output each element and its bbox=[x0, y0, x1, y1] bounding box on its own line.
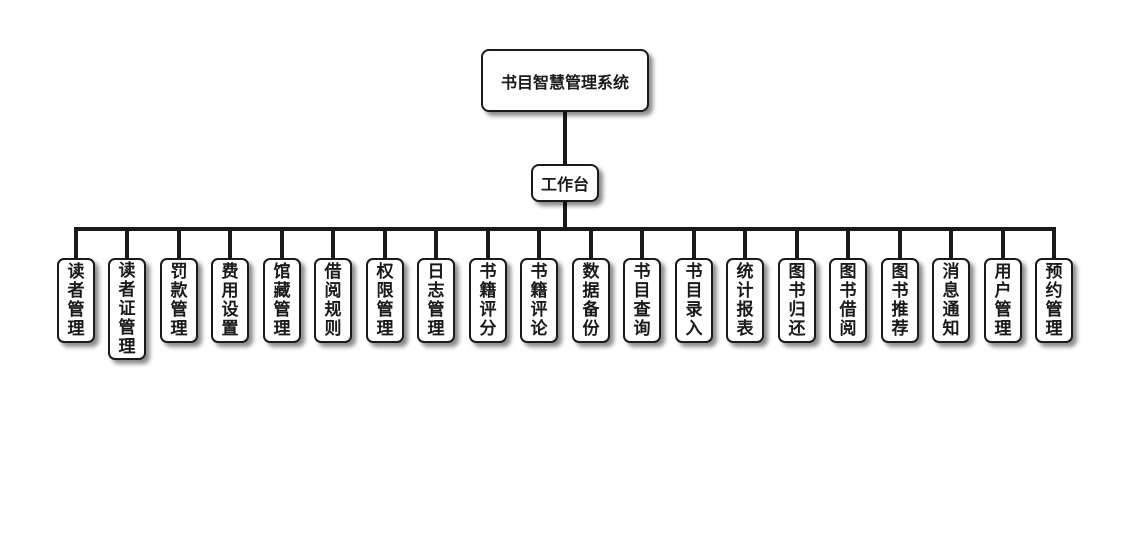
module-label: 费用设置 bbox=[221, 261, 239, 339]
module-label: 预约管理 bbox=[1045, 261, 1063, 339]
module-label: 书籍评论 bbox=[530, 261, 548, 339]
module-label: 书籍评分 bbox=[479, 261, 497, 339]
module-node: 书籍评论 bbox=[520, 258, 558, 343]
module-node: 预约管理 bbox=[1035, 258, 1073, 343]
module-node: 统计报表 bbox=[726, 258, 764, 343]
module-label: 书目录入 bbox=[685, 261, 703, 339]
hub-node-label: 工作台 bbox=[540, 175, 589, 194]
module-label: 数据备份 bbox=[582, 261, 600, 339]
module-node: 借阅规则 bbox=[314, 258, 352, 343]
root-node-label: 书目智慧管理系统 bbox=[500, 72, 629, 92]
module-label: 图书归还 bbox=[788, 261, 806, 339]
connector-drops bbox=[74, 229, 1056, 258]
module-node: 消息通知 bbox=[932, 258, 970, 343]
module-label: 用户管理 bbox=[994, 261, 1012, 339]
module-node: 书目查询 bbox=[623, 258, 661, 343]
module-node: 用户管理 bbox=[984, 258, 1022, 343]
module-label: 日志管理 bbox=[427, 261, 445, 339]
module-node: 书目录入 bbox=[675, 258, 713, 343]
module-label: 馆藏管理 bbox=[273, 261, 291, 339]
module-node: 罚款管理 bbox=[160, 258, 198, 343]
module-label: 罚款管理 bbox=[170, 261, 188, 339]
module-node: 图书借阅 bbox=[829, 258, 867, 343]
module-node: 馆藏管理 bbox=[263, 258, 301, 343]
module-label: 借阅规则 bbox=[324, 261, 342, 339]
module-label: 统计报表 bbox=[736, 261, 754, 339]
module-label: 图书推荐 bbox=[891, 261, 909, 339]
root-node: 书目智慧管理系统 bbox=[481, 49, 649, 112]
module-label: 权限管理 bbox=[376, 261, 394, 339]
module-node: 读者证管理 bbox=[108, 258, 146, 360]
module-node: 书籍评分 bbox=[469, 258, 507, 343]
module-node: 图书归还 bbox=[778, 258, 816, 343]
module-node: 图书推荐 bbox=[881, 258, 919, 343]
module-label: 读者管理 bbox=[67, 261, 85, 339]
module-label: 书目查询 bbox=[633, 261, 651, 339]
module-node: 数据备份 bbox=[572, 258, 610, 343]
module-node: 读者管理 bbox=[57, 258, 95, 343]
module-node: 权限管理 bbox=[366, 258, 404, 343]
hub-node: 工作台 bbox=[531, 164, 599, 202]
module-node: 费用设置 bbox=[211, 258, 249, 343]
module-node: 日志管理 bbox=[417, 258, 455, 343]
module-label: 消息通知 bbox=[942, 261, 960, 339]
module-label: 读者证管理 bbox=[118, 260, 136, 357]
module-label: 图书借阅 bbox=[839, 261, 857, 339]
